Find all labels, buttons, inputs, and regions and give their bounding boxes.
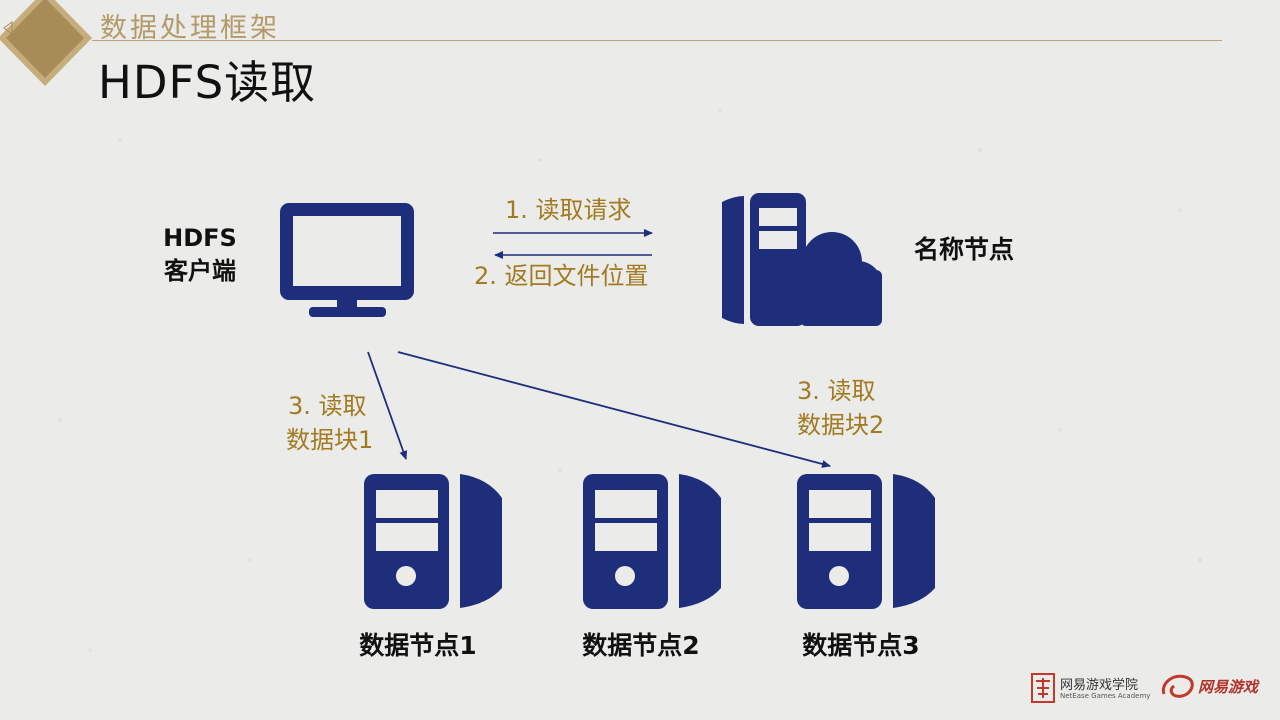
client-label-line1: HDFS [163,224,237,252]
datanode-label: 数据节点3 [802,631,920,660]
step-read-block1-label: 3. 读取 数据块1 [286,389,373,457]
server-icon [583,474,721,609]
step-read-block2-line2: 数据块2 [797,411,885,439]
netease-games-logo-text: 网易游戏 [1198,678,1259,696]
read-block2-arrow [397,351,831,468]
read-block1-arrow [367,351,408,460]
section-title: 数据处理框架 [100,13,280,44]
server-icon [364,474,502,609]
corner-diamond-decoration [0,0,92,86]
monitor-icon [280,203,414,317]
page-title: HDFS读取 [98,56,317,109]
server-icon [797,474,935,609]
step-read-block1-line1: 3. 读取 [288,392,367,420]
step-read-block2-label: 3. 读取 数据块2 [797,374,884,442]
academy-name-cn: 网易游戏学院 [1060,678,1139,693]
footer-logos: 网易游戏学院 NetEase Games Academy 网易游戏 [1030,668,1270,710]
step-read-block2-line1: 3. 读取 [797,377,876,405]
step-return-label: 2. 返回文件位置 [474,262,649,290]
datanode-label: 数据节点2 [582,631,700,660]
header-rule [92,40,1222,41]
client-label-line2: 客户端 [164,257,236,285]
client-label: HDFS 客户端 [140,222,260,288]
netease-games-swirl-icon [1161,674,1194,698]
namenode-label: 名称节点 [914,235,1015,264]
step-read-block1-line2: 数据块1 [286,426,374,454]
step-request-label: 1. 读取请求 [505,196,632,224]
server-cloud-icon [722,193,882,326]
academy-name-en: NetEase Games Academy [1060,692,1151,700]
datanode-label: 数据节点1 [359,631,477,660]
academy-seal-icon [1031,673,1055,703]
